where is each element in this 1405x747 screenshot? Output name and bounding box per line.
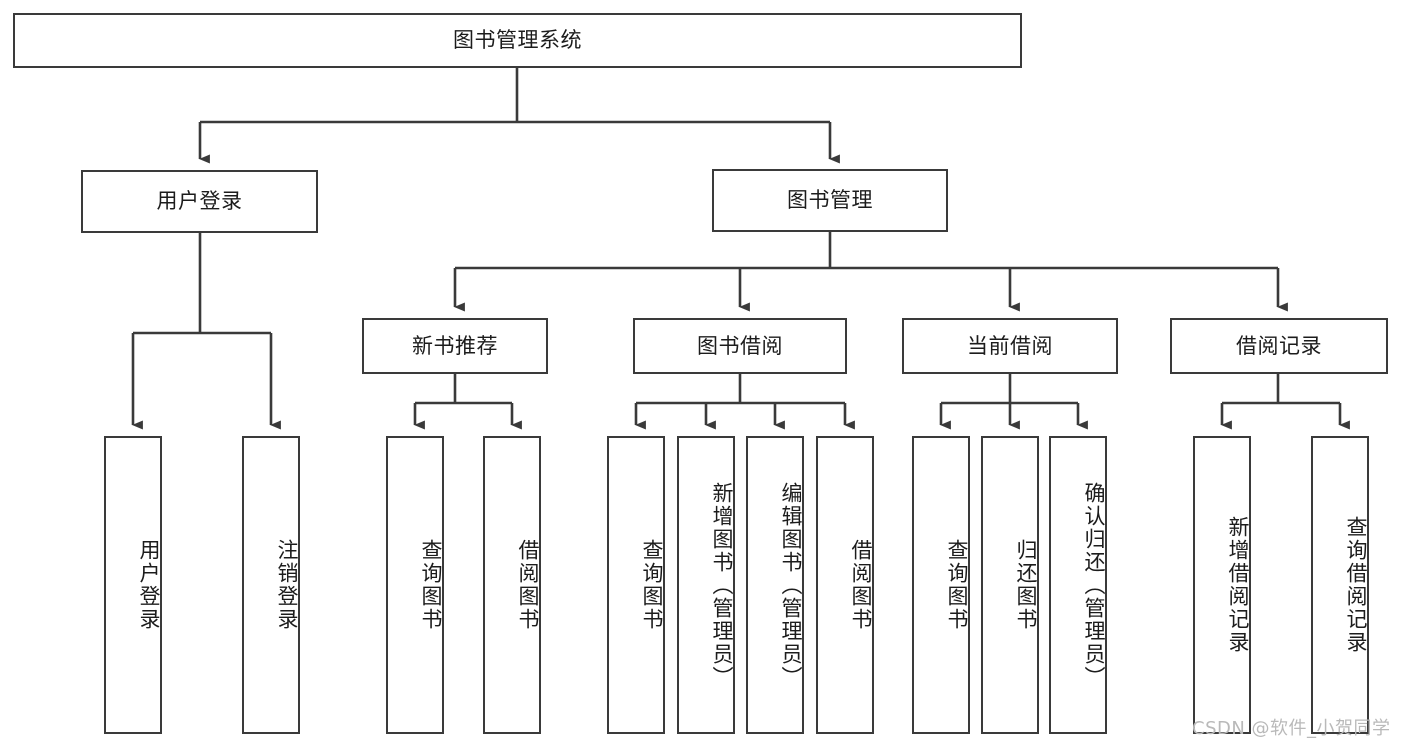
node-label: 图书管理 bbox=[787, 188, 873, 213]
node-label: 编辑图书（管理员） bbox=[779, 481, 803, 689]
node-label: 新增借阅记录 bbox=[1226, 516, 1250, 654]
node-leaf-query-book-current[interactable]: 查询图书 bbox=[912, 436, 970, 734]
node-borrow-record[interactable]: 借阅记录 bbox=[1170, 318, 1388, 374]
node-new-book-recommend[interactable]: 新书推荐 bbox=[362, 318, 548, 374]
node-label: 查询借阅记录 bbox=[1344, 516, 1368, 654]
node-label: 查询图书 bbox=[640, 539, 664, 631]
node-label: 借阅记录 bbox=[1236, 333, 1322, 358]
node-label: 新增图书（管理员） bbox=[710, 481, 734, 689]
csdn-watermark: CSDN @软件_小贺同学 bbox=[1192, 718, 1391, 739]
node-book-borrow[interactable]: 图书借阅 bbox=[633, 318, 847, 374]
node-label: 图书管理系统 bbox=[453, 28, 582, 53]
node-leaf-edit-book-admin[interactable]: 编辑图书（管理员） bbox=[746, 436, 804, 734]
node-label: 新书推荐 bbox=[412, 333, 498, 358]
node-label: 借阅图书 bbox=[849, 539, 873, 631]
node-leaf-user-login[interactable]: 用户登录 bbox=[104, 436, 162, 734]
node-leaf-add-book-admin[interactable]: 新增图书（管理员） bbox=[677, 436, 735, 734]
node-leaf-query-book-borrow[interactable]: 查询图书 bbox=[607, 436, 665, 734]
node-label: 查询图书 bbox=[419, 539, 443, 631]
node-label: 当前借阅 bbox=[967, 333, 1053, 358]
node-label: 查询图书 bbox=[945, 539, 969, 631]
node-leaf-borrow-book-recommend[interactable]: 借阅图书 bbox=[483, 436, 541, 734]
node-label: 归还图书 bbox=[1014, 539, 1038, 631]
node-leaf-borrow-book[interactable]: 借阅图书 bbox=[816, 436, 874, 734]
node-current-borrow[interactable]: 当前借阅 bbox=[902, 318, 1118, 374]
node-label: 注销登录 bbox=[275, 539, 299, 631]
node-leaf-return-book[interactable]: 归还图书 bbox=[981, 436, 1039, 734]
node-label: 借阅图书 bbox=[516, 539, 540, 631]
node-label: 用户登录 bbox=[156, 189, 243, 214]
node-user-login[interactable]: 用户登录 bbox=[81, 170, 318, 233]
node-leaf-logout-login[interactable]: 注销登录 bbox=[242, 436, 300, 734]
node-leaf-query-book-recommend[interactable]: 查询图书 bbox=[386, 436, 444, 734]
node-label: 用户登录 bbox=[137, 539, 161, 631]
node-root-book-management-system[interactable]: 图书管理系统 bbox=[13, 13, 1022, 68]
node-leaf-add-borrow-record[interactable]: 新增借阅记录 bbox=[1193, 436, 1251, 734]
node-book-management[interactable]: 图书管理 bbox=[712, 169, 948, 232]
node-leaf-query-borrow-record[interactable]: 查询借阅记录 bbox=[1311, 436, 1369, 734]
node-label: 确认归还（管理员） bbox=[1082, 481, 1106, 689]
node-label: 图书借阅 bbox=[697, 333, 783, 358]
node-leaf-confirm-return-admin[interactable]: 确认归还（管理员） bbox=[1049, 436, 1107, 734]
